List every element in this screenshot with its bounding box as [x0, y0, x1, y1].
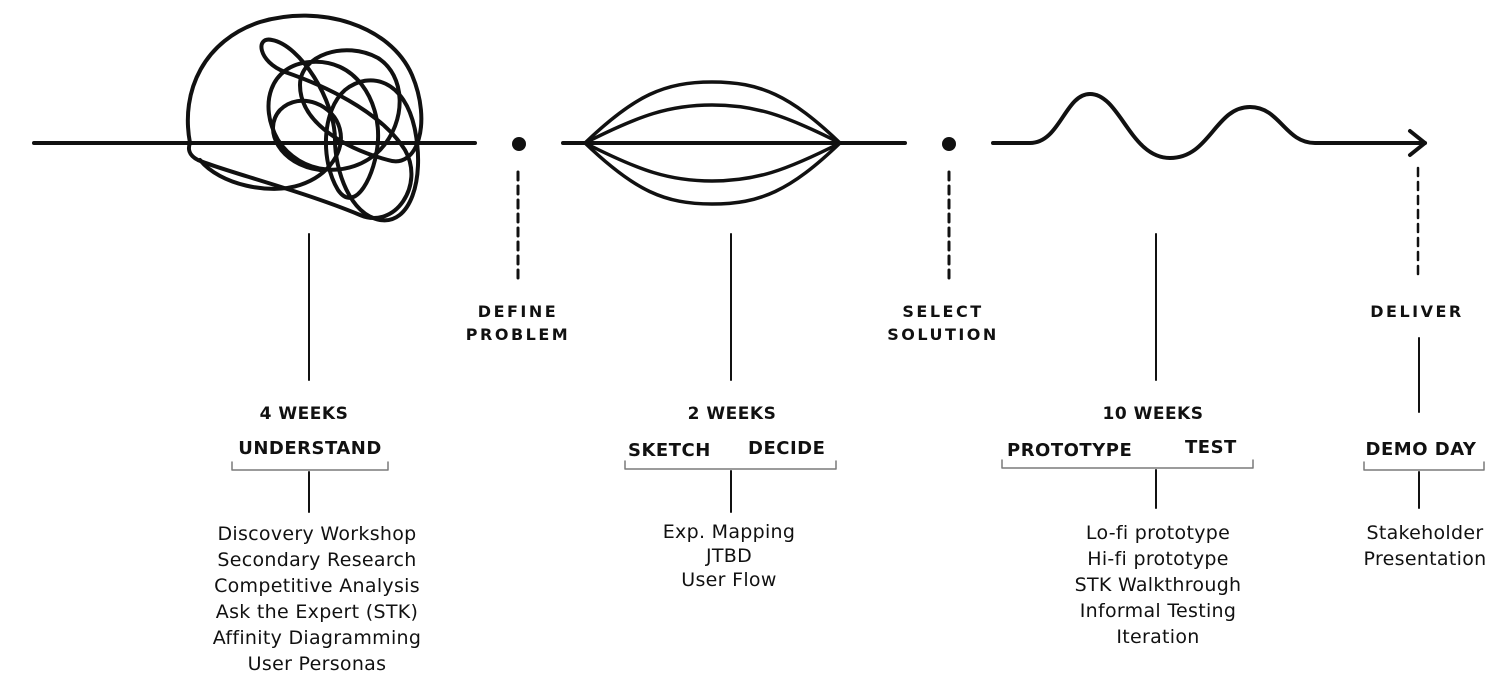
select-label-line-1: SELECT	[902, 302, 984, 321]
list-item: Ask the Expert (STK)	[215, 601, 419, 623]
list-item: Informal Testing	[1079, 600, 1237, 622]
deliver-label: DELIVER	[1370, 300, 1464, 323]
phase-decide: DECIDE	[748, 438, 826, 459]
select-solution-label: SELECT SOLUTION	[887, 300, 999, 346]
list-item: Exp. Mapping	[662, 521, 796, 543]
define-milestone-dot	[512, 137, 526, 151]
list-item: Presentation	[1363, 548, 1487, 570]
understand-activities: Discovery Workshop Secondary Research Co…	[213, 521, 422, 677]
timeline-line-prototype	[991, 92, 1427, 160]
prototype-activities: Lo-fi prototype Hi-fi prototype STK Walk…	[1075, 520, 1242, 650]
phase-demo-day: DEMO DAY	[1365, 439, 1477, 460]
prototype-duration: 10 WEEKS	[1102, 404, 1204, 424]
define-problem-label: DEFINE PROBLEM	[466, 300, 570, 346]
phase-understand: UNDERSTAND	[238, 438, 382, 459]
define-label-line-1: DEFINE	[477, 302, 559, 321]
define-label-line-2: PROBLEM	[465, 325, 571, 344]
select-milestone-dot	[942, 137, 956, 151]
phase-test: TEST	[1185, 437, 1237, 458]
list-item: JTBD	[705, 545, 753, 567]
list-item: Stakeholder	[1366, 522, 1484, 544]
list-item: Lo-fi prototype	[1085, 522, 1231, 544]
list-item: Affinity Diagramming	[212, 627, 422, 649]
diverge-converge-icon	[583, 80, 842, 206]
scribble-icon	[185, 13, 424, 223]
list-item: Discovery Workshop	[217, 523, 417, 545]
sketch-bracket	[624, 460, 837, 470]
phase-sketch: SKETCH	[628, 440, 711, 461]
list-item: Secondary Research	[217, 549, 417, 571]
list-item: STK Walkthrough	[1074, 574, 1242, 596]
arrow-head-icon	[1408, 129, 1427, 157]
prototype-bracket	[1001, 459, 1254, 469]
understand-duration: 4 WEEKS	[259, 404, 349, 424]
sketch-duration: 2 WEEKS	[687, 404, 777, 424]
list-item: User Flow	[681, 569, 777, 591]
sketch-activities: Exp. Mapping JTBD User Flow	[663, 520, 796, 592]
select-label-line-2: SOLUTION	[887, 325, 999, 344]
list-item: Hi-fi prototype	[1087, 548, 1229, 570]
understand-bracket	[231, 461, 389, 471]
deliver-label-line-1: DELIVER	[1370, 302, 1464, 321]
demo-activities: Stakeholder Presentation	[1364, 520, 1487, 572]
demo-bracket	[1363, 461, 1485, 471]
list-item: Competitive Analysis	[214, 575, 420, 597]
phase-prototype: PROTOTYPE	[1007, 440, 1133, 461]
list-item: Iteration	[1116, 626, 1200, 648]
list-item: User Personas	[247, 653, 387, 675]
